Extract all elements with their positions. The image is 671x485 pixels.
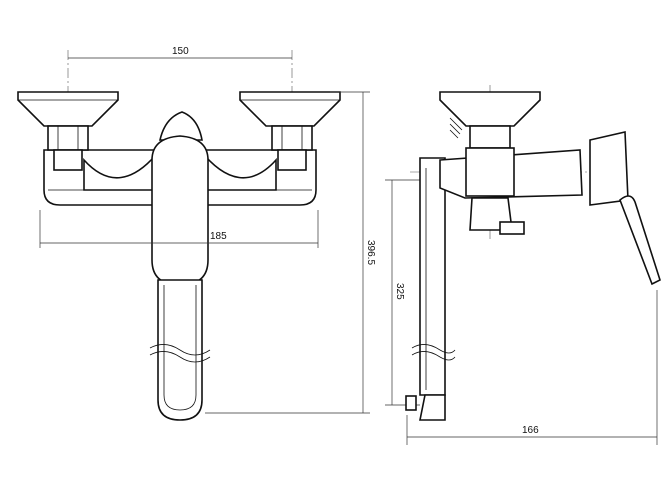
dim-handle-spacing: 150 — [68, 46, 292, 59]
right-handle — [239, 91, 341, 171]
dim-label-396-5: 396.5 — [365, 240, 376, 265]
dim-body-width: 185 — [39, 210, 319, 248]
dim-label-185: 185 — [210, 231, 227, 242]
side-lever-body — [589, 131, 629, 206]
lever — [158, 111, 203, 141]
dim-label-150: 150 — [172, 46, 189, 57]
side-view — [405, 85, 661, 421]
dim-total-height: 396.5 — [205, 91, 376, 414]
front-view — [17, 50, 341, 421]
mixer-body — [151, 135, 209, 286]
dim-depth: 166 — [406, 290, 658, 445]
dim-label-166: 166 — [522, 425, 539, 436]
left-handle — [17, 91, 119, 171]
side-lever — [619, 195, 661, 286]
dim-label-325: 325 — [394, 283, 405, 300]
side-handle — [439, 91, 541, 127]
dim-spout-height: 325 — [385, 179, 420, 406]
wall-pipe — [419, 157, 446, 396]
